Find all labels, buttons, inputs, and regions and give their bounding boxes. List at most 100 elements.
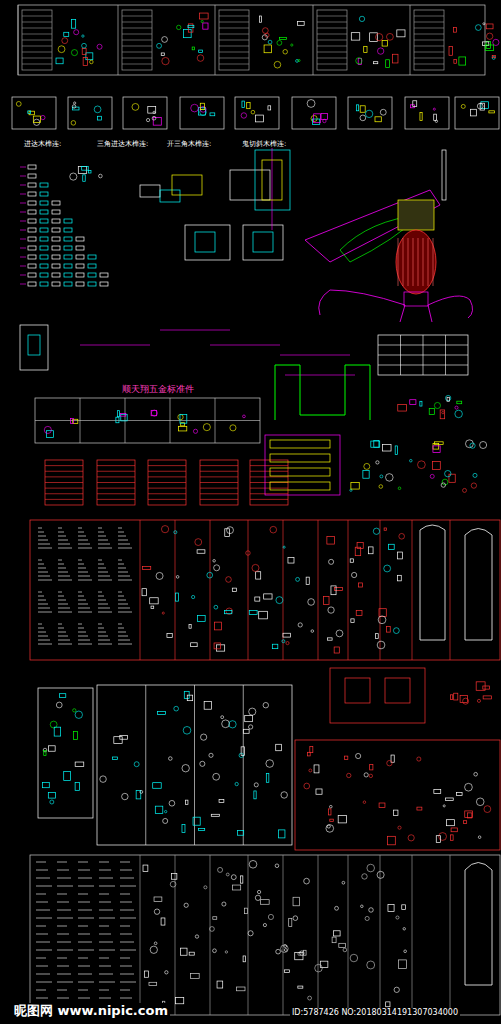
cad-stroke	[118, 548, 132, 549]
cad-stroke	[324, 596, 329, 604]
cad-stroke	[99, 918, 115, 919]
cad-stroke	[99, 974, 113, 975]
cad-stroke	[219, 10, 249, 70]
cad-stroke	[397, 30, 405, 37]
cad-stroke	[184, 30, 192, 38]
cad-stroke	[451, 835, 454, 840]
cad-stroke	[58, 536, 66, 537]
cad-stroke	[142, 567, 150, 570]
cad-stroke	[219, 64, 249, 65]
cad-stroke	[64, 32, 69, 36]
cad-stroke	[45, 465, 83, 466]
cad-stroke	[36, 878, 50, 879]
cad-stroke	[154, 942, 157, 945]
cad-stroke	[36, 926, 46, 927]
cad-stroke	[489, 111, 495, 113]
cad-stroke	[58, 612, 72, 613]
cad-stroke	[378, 616, 386, 624]
cad-stroke	[232, 588, 236, 591]
cad-stroke	[362, 874, 367, 879]
cad-stroke	[224, 610, 231, 613]
cad-stroke	[97, 116, 101, 120]
cad-stroke	[78, 990, 88, 991]
cad-stroke	[247, 102, 250, 108]
cad-stroke	[492, 55, 495, 57]
cad-stroke	[99, 926, 109, 927]
cad-stroke	[22, 46, 52, 47]
cad-stroke	[122, 16, 152, 17]
cad-stroke	[78, 918, 94, 919]
cad-stroke	[277, 40, 282, 45]
cad-stroke	[386, 60, 390, 68]
cad-stroke	[58, 624, 62, 625]
cad-stroke	[120, 870, 132, 871]
cad-stroke	[328, 607, 334, 613]
cad-stroke	[38, 592, 42, 593]
cad-stroke	[82, 166, 89, 170]
cad-stroke	[259, 16, 261, 22]
cad-stroke	[165, 971, 168, 974]
cad-stroke	[356, 753, 361, 758]
cad-stroke	[40, 255, 48, 259]
cad-stroke	[52, 255, 60, 259]
cad-stroke	[379, 485, 383, 489]
cad-stroke	[98, 612, 112, 613]
cad-stroke	[194, 685, 195, 845]
cad-stroke	[384, 528, 386, 530]
cad-stroke	[225, 529, 230, 537]
cad-stroke	[243, 415, 246, 418]
cad-stroke	[200, 493, 238, 494]
cad-stroke	[22, 40, 52, 41]
cad-stroke	[398, 826, 401, 829]
cad-stroke	[58, 636, 68, 637]
cad-stroke	[350, 559, 353, 562]
cad-stroke	[188, 24, 193, 32]
cad-stroke	[388, 904, 394, 911]
cad-stroke	[405, 97, 449, 129]
cad-stroke	[243, 956, 246, 962]
cad-stroke	[268, 106, 271, 110]
cad-stroke	[185, 800, 187, 804]
cad-stroke	[88, 282, 96, 286]
cad-stroke	[176, 576, 179, 579]
cad-stroke	[493, 39, 499, 45]
cad-stroke	[414, 16, 444, 17]
cad-stroke	[78, 604, 88, 605]
cad-stroke	[463, 488, 467, 492]
cad-stroke	[251, 110, 255, 114]
cad-stroke	[98, 604, 108, 605]
cad-stroke	[398, 200, 434, 230]
cad-stroke	[118, 5, 119, 75]
cad-stroke	[56, 702, 62, 708]
cad-stroke	[116, 417, 119, 423]
cad-stroke	[264, 594, 272, 599]
cad-stroke	[197, 55, 204, 62]
cad-stroke	[311, 630, 314, 633]
cad-stroke	[57, 886, 73, 887]
cad-stroke	[56, 58, 63, 64]
cad-stroke	[38, 632, 46, 633]
cad-stroke	[38, 600, 46, 601]
cad-stroke	[181, 948, 187, 955]
cad-stroke	[64, 772, 71, 781]
cad-stroke	[80, 345, 150, 346]
cad-stroke	[473, 473, 477, 477]
cad-stroke	[410, 5, 411, 75]
cad-stroke	[64, 237, 72, 241]
cad-stroke	[57, 942, 71, 943]
cad-stroke	[98, 572, 108, 573]
cad-stroke	[38, 628, 44, 629]
cad-stroke	[408, 238, 409, 286]
cad-stroke	[50, 800, 54, 804]
cad-stroke	[97, 471, 135, 472]
cad-stroke	[183, 726, 191, 734]
cad-stroke	[215, 5, 216, 75]
cad-stroke	[434, 442, 443, 445]
cad-stroke	[20, 167, 26, 168]
cad-stroke	[348, 855, 349, 1015]
cad-stroke	[146, 118, 149, 121]
cad-stroke	[200, 471, 238, 472]
cad-stroke	[36, 982, 52, 983]
cad-stroke	[150, 946, 157, 953]
cad-stroke	[144, 971, 148, 977]
